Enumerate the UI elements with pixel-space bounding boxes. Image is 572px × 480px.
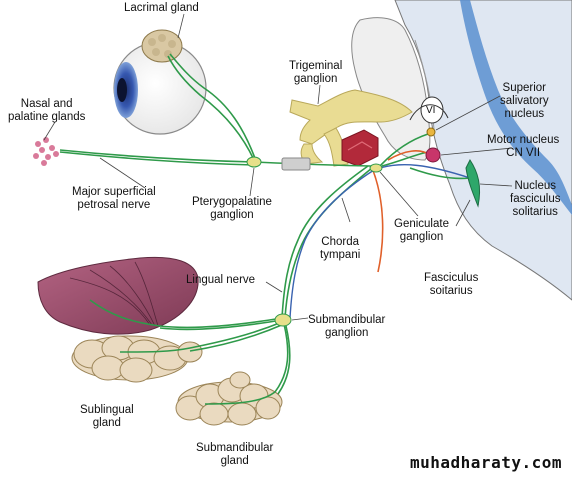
- label-pterygopalatine-ganglion: Pterygopalatine ganglion: [192, 196, 272, 221]
- label-lingual-nerve: Lingual nerve: [186, 274, 256, 286]
- brainstem-nuclei: [409, 96, 481, 208]
- temporal-block: [341, 129, 379, 167]
- leader-lines: [43, 13, 513, 321]
- brain-section: [351, 17, 431, 161]
- label-lacrimal-gland: Lacrimal gland: [124, 2, 199, 14]
- submandibular-gland-shape: [175, 371, 283, 426]
- ganglia: [246, 156, 383, 327]
- label-submandibular-ganglion: Submandibular ganglion: [308, 314, 386, 339]
- label-superior-salivatory-nucleus: Superior salivatory nucleus: [500, 82, 549, 120]
- label-geniculate-ganglion: Geniculate ganglion: [394, 218, 449, 243]
- label-chorda-tympani: Chorda tympani: [320, 236, 361, 261]
- sublingual-gland-shape: [71, 335, 203, 383]
- brainstem: [394, 0, 572, 301]
- nerve-canal: [281, 157, 311, 171]
- label-major-superficial-petrosal-nerve: Major superficial petrosal nerve: [72, 186, 156, 211]
- tongue: [37, 256, 199, 335]
- label-submandibular-gland: Submandibular gland: [196, 442, 274, 467]
- green-nerves: [59, 53, 471, 405]
- label-trigeminal-ganglion: Trigeminal ganglion: [289, 60, 343, 85]
- nasal-palatine-glands-shape: [33, 137, 59, 166]
- label-sublingual-gland: Sublingual gland: [80, 404, 134, 429]
- label-cn-vi: VI: [426, 105, 436, 116]
- lacrimal-gland-shape: [141, 29, 183, 63]
- label-nucleus-fasciculus-solitarius: Nucleus fasciculus solitarius: [510, 180, 561, 218]
- eye: [113, 41, 207, 135]
- watermark: muhadharaty.com: [410, 453, 562, 472]
- label-motor-nucleus: Motor nucleus CN VII: [487, 134, 560, 159]
- label-nasal-palatine-glands: Nasal and palatine glands: [8, 98, 86, 123]
- label-fasciculus-soitarius: Fasciculus soitarius: [424, 272, 479, 297]
